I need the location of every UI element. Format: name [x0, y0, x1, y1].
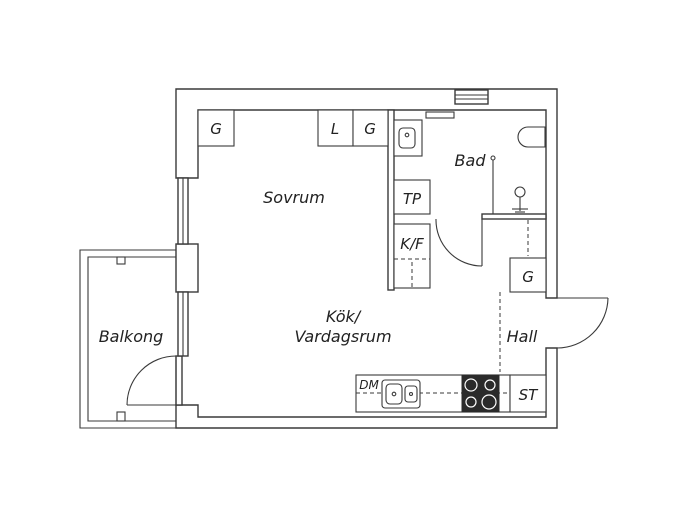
tp-unit: TP — [393, 179, 431, 215]
st-label: ST — [519, 386, 540, 404]
stove — [461, 374, 500, 413]
shower — [490, 155, 528, 214]
room-label-sovrum: Sovrum — [263, 188, 325, 207]
room-label-vardagsrum: Vardagsrum — [294, 327, 391, 346]
entrance-door[interactable] — [556, 297, 609, 349]
wardrobe-g-2-label: G — [364, 120, 376, 138]
room-label-bad: Bad — [455, 151, 487, 170]
bathroom-door[interactable] — [435, 218, 483, 267]
wardrobe-g-3: G — [509, 220, 547, 293]
room-label-kok: Kök/ — [326, 307, 362, 326]
storage-st: ST — [509, 374, 547, 413]
balcony — [79, 249, 176, 429]
bedroom-window — [177, 177, 189, 245]
wardrobe-g-2: G — [352, 109, 389, 147]
bathroom-shelf — [425, 111, 455, 119]
dm-label: DM — [359, 378, 379, 392]
toilet — [517, 126, 546, 148]
wardrobe-l-label: L — [331, 120, 339, 138]
wardrobe-g-1: G — [197, 109, 235, 147]
balcony-door[interactable] — [126, 355, 177, 406]
kf-label: K/F — [400, 235, 424, 253]
wardrobe-g-1-label: G — [210, 120, 222, 138]
bathroom-window — [454, 89, 489, 105]
kitchen-sink — [381, 379, 421, 409]
fridge-freezer: K/F — [393, 223, 431, 289]
wardrobe-l: L — [317, 109, 354, 147]
bathroom-sink — [393, 119, 423, 157]
room-label-hall: Hall — [507, 327, 538, 346]
living-window — [177, 291, 189, 357]
room-label-balkong: Balkong — [99, 327, 164, 346]
wardrobe-g-3-label: G — [522, 268, 534, 286]
tp-label: TP — [403, 190, 422, 208]
